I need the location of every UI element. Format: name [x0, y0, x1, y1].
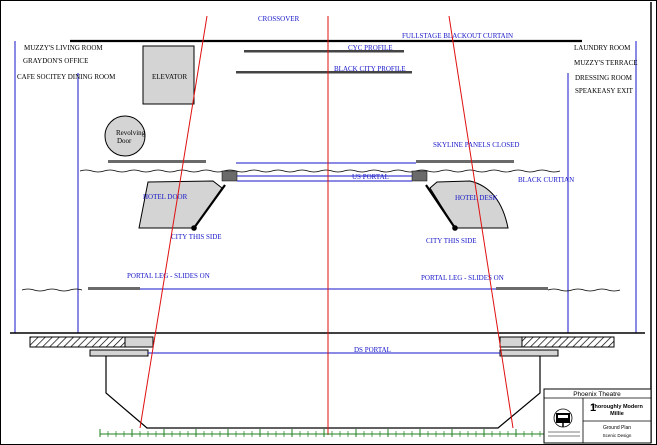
elevator-box	[142, 45, 195, 105]
production-line-1: Thoroughly Modern	[591, 404, 643, 410]
cafe-dining-room-label: CAFE SOCITEY DINING ROOM	[17, 73, 116, 81]
ds-portal-left-block	[124, 336, 154, 348]
portal-leg-right-bar	[496, 287, 548, 290]
skyline-panel-right	[416, 160, 514, 163]
hotel-desk-unit	[429, 180, 509, 229]
ds-portal-right-bar	[499, 349, 559, 357]
us-portal-label: US PORTAL	[352, 173, 389, 181]
theatre-name: Phoenix Theatre	[573, 391, 621, 398]
muzzys-living-room-label: MUZZY'S LIVING ROOM	[24, 44, 103, 52]
hotel-desk-pivot-arm	[425, 184, 456, 229]
hotel-door-pivot-arm	[193, 184, 226, 229]
sightline-right	[448, 15, 514, 429]
left-leg-curtain	[21, 288, 83, 292]
elevator-label: ELEVATOR	[152, 73, 187, 81]
black-curtain-line	[79, 169, 561, 173]
revolving-door-label-1: Revolving	[116, 129, 146, 137]
proscenium-wall-left	[29, 336, 126, 348]
skyline-panels-label: SKYLINE PANELS CLOSED	[433, 141, 519, 149]
sheet-title: Ground Plan	[603, 425, 631, 431]
hotel-desk-pivot	[452, 225, 458, 231]
right-leg-curtain	[547, 288, 621, 292]
muzzys-terrace-label: MUZZY'S TERRACE	[574, 59, 638, 67]
ds-portal-right-block	[499, 336, 523, 348]
us-portal-right-block	[411, 170, 428, 182]
apron-outline	[105, 356, 541, 429]
title-block: Phoenix Theatre 1 Thoroughly Modern Mill…	[543, 388, 652, 444]
sightline-left	[139, 15, 208, 429]
laundry-room-label: LAUNDRY ROOM	[574, 44, 631, 52]
union-logo-icon	[553, 408, 573, 428]
skyline-panel-left	[108, 160, 206, 163]
plate-number: 1	[590, 402, 596, 414]
scale-ruler	[99, 429, 545, 437]
graydons-office-label: GRAYDON'S OFFICE	[23, 57, 88, 65]
speakeasy-exit-label: SPEAKEASY EXIT	[575, 87, 634, 95]
production-line-2: Millie	[610, 411, 624, 417]
city-this-side-left-label: CITY THIS SIDE	[171, 233, 222, 241]
cyc-profile-label: CYC PROFILE	[348, 44, 393, 52]
ds-portal-left-bar	[89, 349, 149, 357]
city-this-side-right-label: CITY THIS SIDE	[426, 237, 477, 245]
dressing-room-label: DRESSING ROOM	[575, 74, 633, 82]
designer-line: Scenic Design	[603, 433, 632, 438]
hotel-desk-label: HOTEL DESK	[455, 194, 498, 202]
us-portal-left-block	[221, 170, 238, 182]
revolving-door-label-2: Door	[117, 137, 132, 145]
black-city-profile-bar	[236, 71, 412, 74]
portal-leg-right-label: PORTAL LEG - SLIDES ON	[421, 274, 504, 282]
proscenium-wall-right	[521, 336, 615, 348]
black-city-profile-label: BLACK CITY PROFILE	[334, 65, 406, 73]
portal-leg-left-bar	[88, 287, 140, 290]
hotel-door-label: HOTEL DOOR	[143, 193, 188, 201]
cyc-profile-bar	[244, 50, 404, 53]
hotel-door-unit	[138, 180, 223, 229]
hotel-door-pivot	[191, 225, 197, 231]
black-curtain-label: BLACK CURTIAN	[518, 176, 574, 184]
crossover-label: CROSSOVER	[258, 15, 300, 23]
fullstage-curtain-label: FULLSTAGE BLACKOUT CURTAIN	[402, 32, 513, 40]
ds-portal-label: DS PORTAL	[354, 346, 391, 354]
portal-leg-left-label: PORTAL LEG - SLIDES ON	[127, 272, 210, 280]
revolving-door-circle	[104, 115, 146, 157]
